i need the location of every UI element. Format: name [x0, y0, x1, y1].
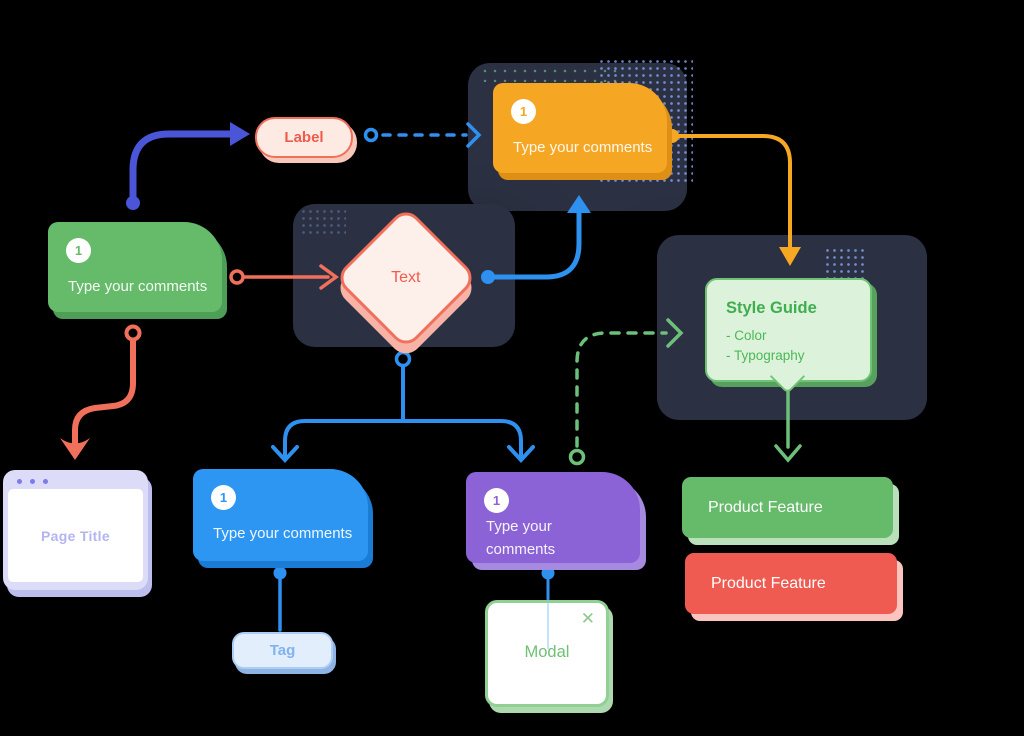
- window-control-dot[interactable]: [30, 479, 35, 484]
- window-titlebar: [9, 475, 142, 488]
- connector-blue-to-tag[interactable]: [273, 566, 287, 632]
- arrowhead-icon: [319, 264, 339, 290]
- modal-node[interactable]: ✕ Modal: [485, 600, 609, 707]
- connector-line: [485, 207, 582, 280]
- endpoint-ring: [394, 350, 412, 368]
- style-guide-item: - Color: [726, 328, 767, 343]
- style-guide-node[interactable]: Style Guide - Color - Typography: [705, 278, 872, 395]
- tag-node[interactable]: Tag: [232, 632, 333, 669]
- arrowhead-icon: [466, 122, 482, 148]
- connector-line: [283, 419, 523, 457]
- connector-stub: [547, 603, 549, 649]
- comment-count-badge: 1: [66, 238, 91, 263]
- button-label: Product Feature: [711, 574, 826, 592]
- style-guide-title: Style Guide: [726, 299, 817, 317]
- comment-placeholder-text[interactable]: Type your comments: [213, 525, 353, 542]
- arrowhead-icon: [567, 195, 591, 213]
- style-guide-item: - Typography: [726, 348, 805, 363]
- endpoint-ring: [568, 448, 586, 466]
- connector-line: [670, 134, 792, 252]
- connector-orange-to-style[interactable]: [665, 129, 801, 266]
- comment-node-blue[interactable]: 1 Type your comments: [193, 469, 368, 561]
- comment-count-badge: 1: [211, 485, 236, 510]
- arrowhead-icon: [774, 444, 802, 463]
- diamond-text: Text: [391, 269, 421, 286]
- tag-text: Tag: [269, 642, 296, 659]
- connector-green-to-window[interactable]: [60, 324, 142, 461]
- connector-purple-to-modal[interactable]: [541, 566, 555, 601]
- comment-node-green[interactable]: 1 Type your comments: [48, 222, 222, 312]
- page-title-text: Page Title: [41, 527, 110, 544]
- comment-node-purple[interactable]: 1 Type your comments: [466, 472, 640, 563]
- connector-diamond-split[interactable]: [271, 350, 535, 463]
- button-label: Product Feature: [708, 498, 823, 516]
- comment-placeholder-text[interactable]: Type your comments: [68, 278, 208, 295]
- comment-placeholder-text[interactable]: Type your comments: [486, 518, 556, 558]
- connector-line: [129, 130, 237, 207]
- close-icon[interactable]: ✕: [580, 609, 595, 628]
- label-node[interactable]: Label: [255, 117, 353, 158]
- comment-placeholder-text[interactable]: Type your comments: [513, 139, 653, 156]
- product-feature-button-green[interactable]: Product Feature: [682, 477, 893, 538]
- label-text: Label: [284, 129, 324, 146]
- window-control-dot[interactable]: [43, 479, 48, 484]
- endpoint-dot: [273, 566, 287, 580]
- comment-node-orange[interactable]: 1 Type your comments: [493, 83, 667, 173]
- endpoint-ring: [124, 324, 142, 342]
- arrowhead-icon: [507, 445, 535, 463]
- arrowhead-icon: [60, 438, 90, 460]
- connector-label-to-orange[interactable]: [363, 122, 482, 148]
- connector-green-to-diamond[interactable]: [229, 264, 339, 290]
- product-feature-button-red[interactable]: Product Feature: [685, 553, 897, 614]
- comment-count-badge: 1: [511, 99, 536, 124]
- window-control-dot[interactable]: [17, 479, 22, 484]
- arrowhead-icon: [666, 318, 684, 348]
- connector-line: [575, 331, 668, 448]
- window-body: Page Title: [8, 489, 143, 582]
- endpoint-dot: [541, 566, 555, 580]
- connector-purple-to-style[interactable]: [568, 318, 684, 466]
- connector-line: [72, 338, 136, 448]
- endpoint-ring: [363, 127, 379, 143]
- arrowhead-icon: [779, 247, 801, 266]
- comment-count-badge: 1: [484, 488, 509, 513]
- connector-style-to-product[interactable]: [774, 388, 802, 463]
- arrowhead-icon: [271, 445, 299, 463]
- connector-green-to-label[interactable]: [126, 122, 250, 210]
- connector-diamond-to-orange[interactable]: [481, 195, 591, 284]
- arrowhead-icon: [230, 122, 250, 146]
- browser-window-node[interactable]: Page Title: [3, 470, 148, 590]
- modal-title: Modal: [524, 643, 570, 661]
- endpoint-ring: [229, 269, 245, 285]
